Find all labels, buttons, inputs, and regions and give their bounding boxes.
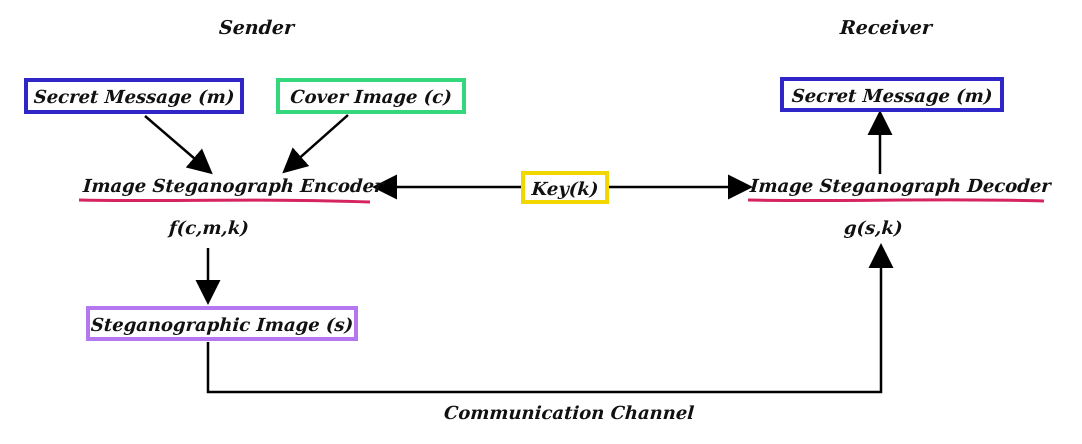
arrow-secret-message-to-encoder	[144, 115, 213, 175]
arrow-cover-image-to-encoder	[282, 114, 349, 174]
decoder-underline	[747, 198, 1045, 203]
encoder-underline	[78, 198, 371, 204]
sender-secret-message-text: Secret Message (m)	[32, 87, 236, 108]
decoder-text: Image Steganograph Decoder	[749, 176, 1052, 197]
cover-image-box: Cover Image (c)	[276, 78, 466, 114]
key-text: Key(k)	[530, 179, 600, 200]
decoder-function-text: g(s,k)	[843, 218, 904, 239]
receiver-secret-message-box: Secret Message (m)	[780, 77, 1004, 112]
encoder-text: Image Steganograph Encoder	[82, 176, 385, 197]
cover-image-text: Cover Image (c)	[289, 87, 453, 108]
sender-secret-message-box: Secret Message (m)	[24, 78, 244, 114]
key-box: Key(k)	[521, 171, 609, 204]
channel-path	[206, 243, 894, 394]
sender-label: Sender	[218, 17, 295, 39]
encoder-function-text: f(c,m,k)	[168, 218, 250, 239]
communication-channel-text: Communication Channel	[443, 403, 695, 424]
receiver-label: Receiver	[839, 17, 933, 39]
stego-image-text: Steganographic Image (s)	[90, 315, 354, 336]
receiver-secret-message-text: Secret Message (m)	[790, 86, 994, 107]
stego-image-box: Steganographic Image (s)	[86, 306, 358, 341]
